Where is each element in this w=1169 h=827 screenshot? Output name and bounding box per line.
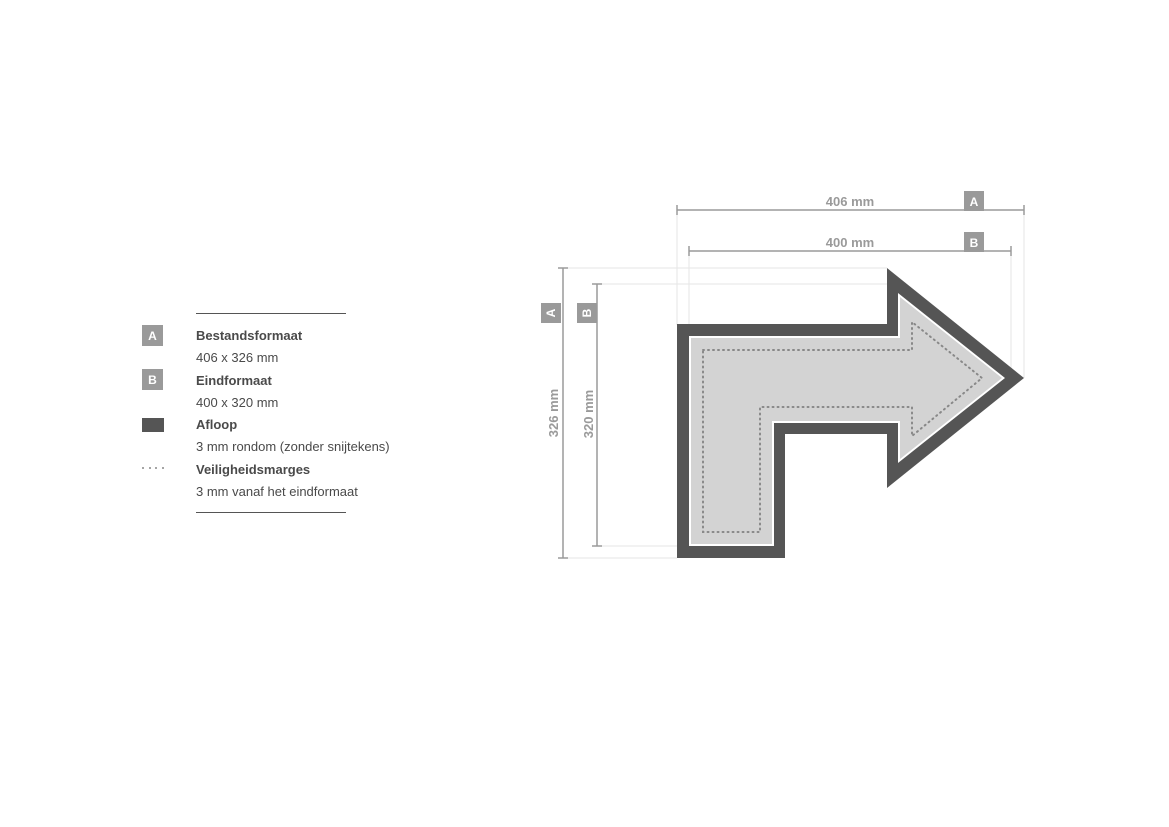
legend-desc-safety-margin: 3 mm vanaf het eindformaat <box>196 484 358 499</box>
file-height-label: 326 mm <box>546 389 561 437</box>
final-width-label: 400 mm <box>826 235 874 250</box>
legend-title-bleed: Afloop <box>196 417 238 432</box>
dimension-file-height <box>558 267 568 559</box>
legend-desc-bleed: 3 mm rondom (zonder snijtekens) <box>196 439 390 454</box>
final-height-label: 320 mm <box>581 390 596 438</box>
file-width-badge <box>964 191 984 211</box>
legend-title-file-format: Bestandsformaat <box>196 328 303 343</box>
final-height-badge-label: B <box>580 308 594 317</box>
file-height-badge-label: A <box>544 308 558 317</box>
file-width-label: 406 mm <box>826 194 874 209</box>
legend-title-final-format: Eindformaat <box>196 373 272 388</box>
legend-bottom-rule <box>196 512 346 513</box>
dimension-final-height <box>592 283 602 547</box>
bleed-swatch-icon <box>142 418 164 432</box>
file-height-badge <box>541 303 561 323</box>
final-width-badge-label: B <box>970 236 979 250</box>
legend-top-rule <box>196 313 346 314</box>
final-format-arrow-shape <box>691 297 1002 544</box>
guide-lines <box>563 212 1025 559</box>
file-width-badge-label: A <box>970 195 979 209</box>
dimension-final-width <box>688 246 1012 256</box>
final-height-badge <box>577 303 597 323</box>
legend-desc-final-format: 400 x 320 mm <box>196 395 279 410</box>
legend-desc-file-format: 406 x 326 mm <box>196 350 279 365</box>
marker-a-badge: A <box>142 325 163 346</box>
marker-b-badge: B <box>142 369 163 390</box>
dotted-line-icon <box>142 467 164 471</box>
legend-title-safety-margin: Veiligheidsmarges <box>196 462 311 477</box>
final-width-badge <box>964 232 984 252</box>
